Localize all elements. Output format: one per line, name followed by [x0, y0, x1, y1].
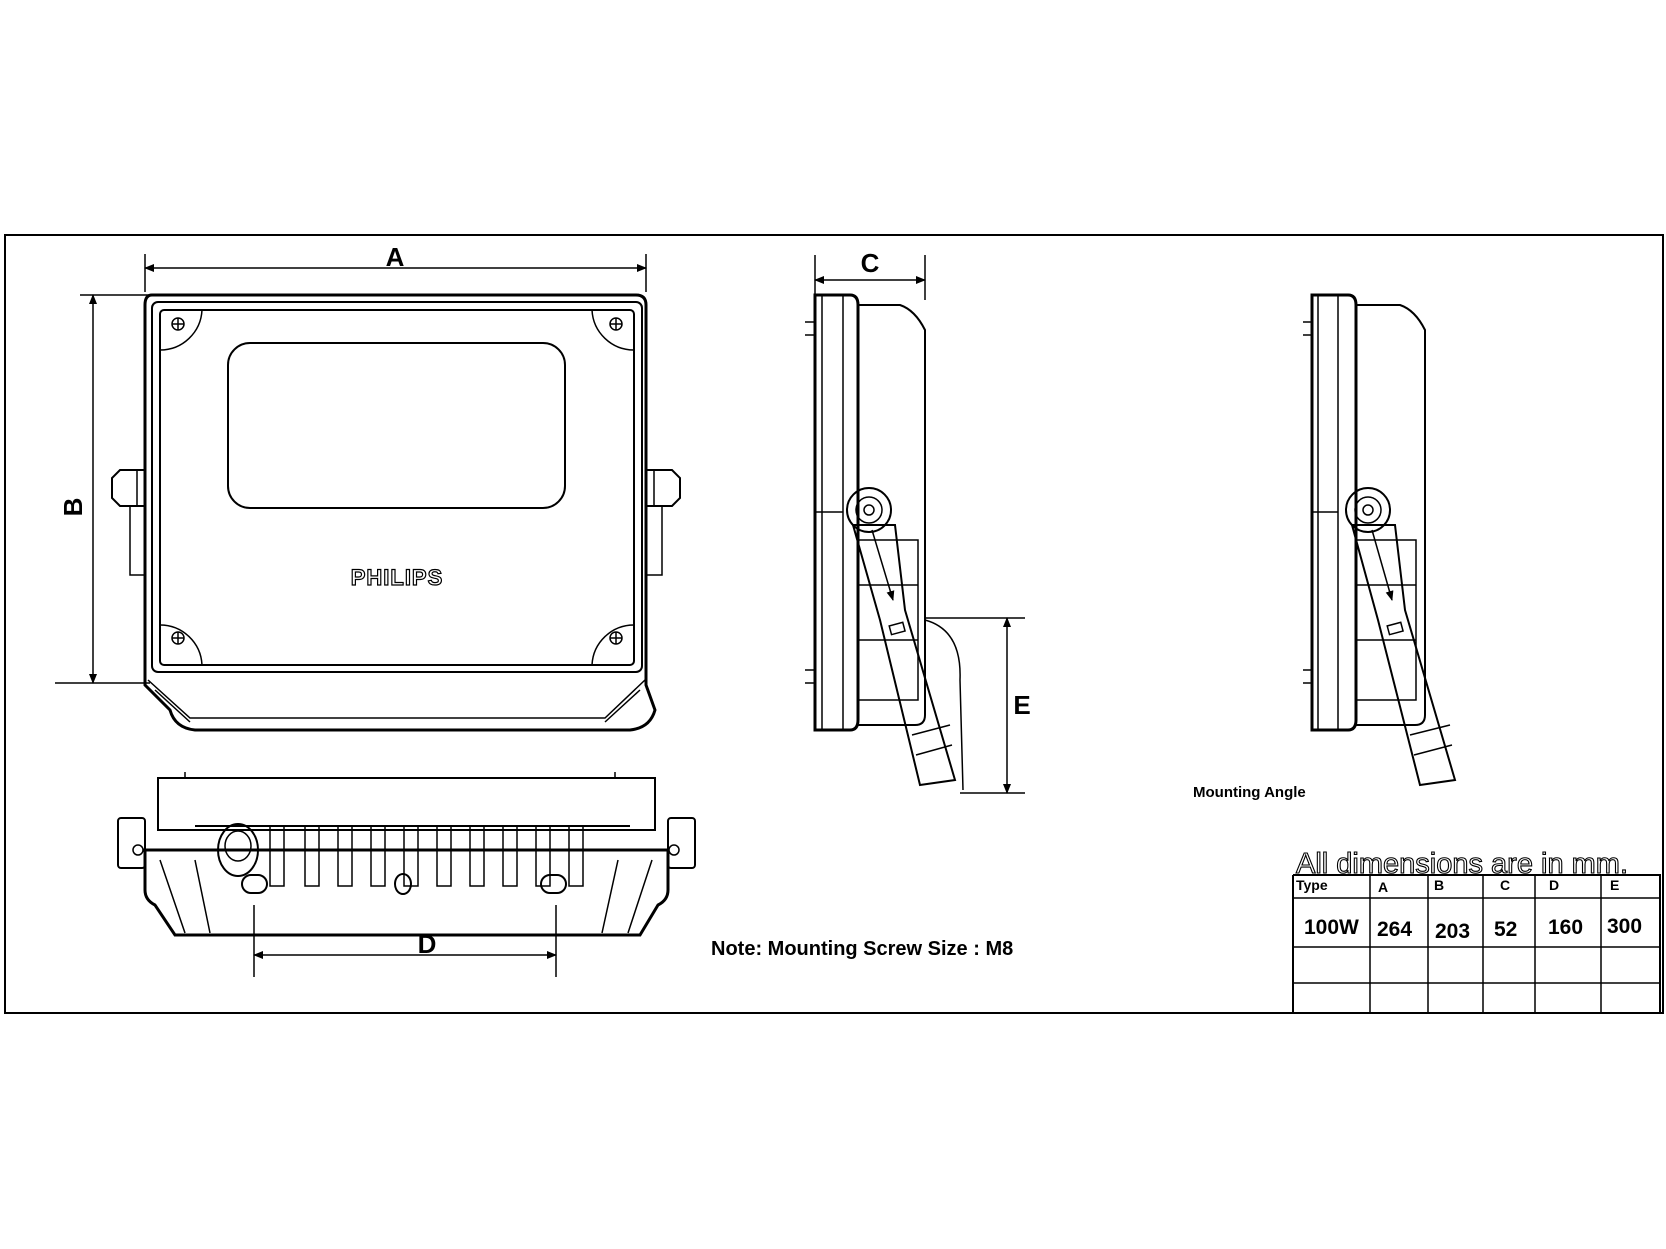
table-cell-type: 100W — [1304, 916, 1359, 939]
screw-bottom-right — [609, 631, 623, 645]
dimension-label-d: D — [418, 929, 437, 959]
screw-top-right — [609, 317, 623, 331]
dimension-d — [253, 905, 557, 977]
table-header-a: A — [1378, 879, 1388, 895]
side-view — [805, 293, 964, 791]
mounting-screw-note: Note: Mounting Screw Size : M8 — [711, 938, 1013, 960]
table-header-e: E — [1610, 877, 1619, 893]
table-cell-a: 264 — [1377, 918, 1412, 941]
front-view — [111, 293, 681, 732]
table-header-c: C — [1500, 877, 1510, 893]
dimension-b — [55, 294, 150, 684]
dimension-label-e: E — [1013, 690, 1030, 720]
drawing-border — [4, 234, 1664, 1014]
table-header-row: Type A B C D E — [1296, 877, 1619, 895]
table-header-d: D — [1549, 877, 1559, 893]
mounting-angle-label: Mounting Angle — [1193, 784, 1306, 801]
dimension-label-a: A — [386, 242, 405, 272]
brand-logo: PHILIPS — [351, 565, 444, 590]
dimension-label-c: C — [861, 248, 880, 278]
bottom-view — [117, 772, 696, 937]
table-cell-c: 52 — [1494, 918, 1517, 941]
mounting-angle-view — [1303, 293, 1457, 787]
dimension-e — [925, 617, 1025, 794]
table-cell-d: 160 — [1548, 916, 1583, 939]
table-header-type: Type — [1296, 877, 1328, 893]
screw-top-left — [171, 317, 185, 331]
dimension-label-b: B — [58, 498, 88, 517]
screw-bottom-left — [171, 631, 185, 645]
dimension-a — [144, 254, 647, 292]
table-row: 100W 264 203 52 160 300 — [1304, 915, 1642, 943]
table-cell-b: 203 — [1435, 920, 1470, 943]
dimension-c — [814, 255, 926, 300]
dimension-table — [1292, 874, 1661, 1013]
table-header-b: B — [1434, 877, 1444, 893]
table-cell-e: 300 — [1607, 915, 1642, 938]
lens-window — [227, 342, 566, 509]
